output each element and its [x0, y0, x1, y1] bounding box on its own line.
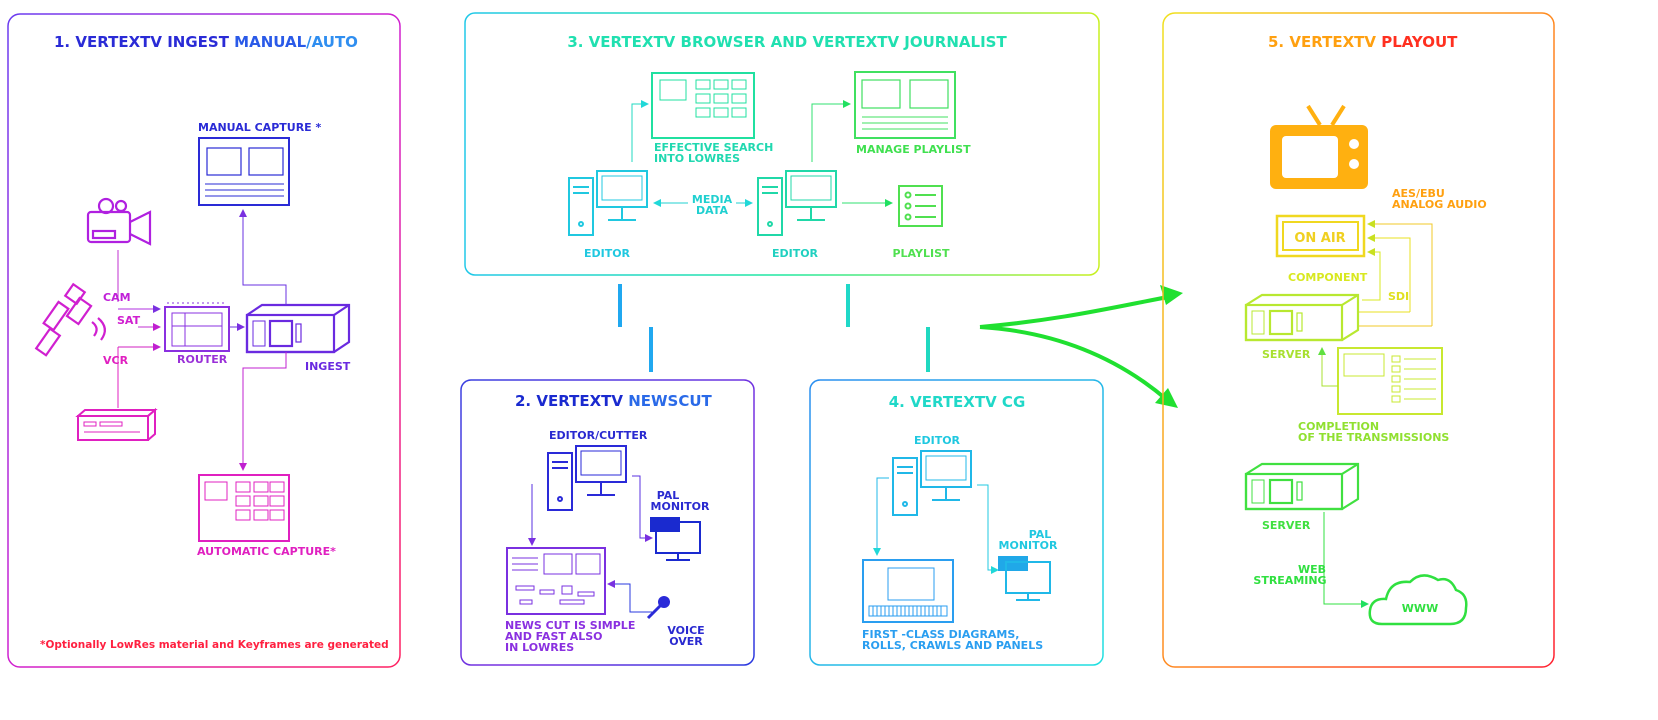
- playlist-label: PLAYLIST: [892, 247, 950, 260]
- completion-label-line1: COMPLETION: [1298, 420, 1379, 433]
- timeline-screen-icon: [506, 547, 606, 615]
- vcr-icon: [75, 407, 158, 441]
- camera-icon: [86, 197, 152, 246]
- manual-capture-label: MANUAL CAPTURE *: [198, 121, 322, 134]
- editor-cutter-label: EDITOR/CUTTER: [549, 429, 648, 442]
- network-bus: [425, 284, 1183, 408]
- computer-icon: [757, 170, 837, 236]
- server-top-label: SERVER: [1262, 348, 1311, 361]
- router-label: ROUTER: [177, 353, 228, 366]
- browser-panel: 3. VERTEXTV BROWSER AND VERTEXTV JOURNAL…: [464, 12, 1100, 276]
- cam-label: CAM: [103, 291, 131, 304]
- web-streaming-line1: WEB: [1298, 563, 1326, 576]
- cg-editor-label: EDITOR: [914, 434, 961, 447]
- on-air-sign-icon: ON AIR: [1275, 214, 1366, 258]
- computer-icon: [568, 170, 648, 236]
- manage-playlist-screen-icon: [854, 71, 956, 139]
- ingest-label: INGEST: [305, 360, 351, 373]
- newscut-caption-line2: AND FAST ALSO: [505, 630, 603, 643]
- pal-monitor-icon: [998, 556, 1051, 601]
- cg-caption-line2: ROLLS, CRAWLS AND PANELS: [862, 639, 1043, 652]
- cg-graphics-screen-icon: [862, 559, 954, 623]
- automatic-capture-screen-icon: [198, 474, 290, 542]
- microphone-icon: [646, 596, 670, 620]
- cg-pal-label-line2: MONITOR: [999, 539, 1058, 552]
- cg-title: 4. VERTEXTV CG: [889, 393, 1026, 411]
- ingest-panel: 1. VERTEXTV INGEST MANUAL/AUTO MANUAL CA…: [7, 13, 401, 668]
- computer-icon: [892, 450, 972, 516]
- www-label: WWW: [1402, 602, 1438, 615]
- server-bottom-label: SERVER: [1262, 519, 1311, 532]
- search-screen-icon: [651, 72, 755, 139]
- editor-left-label: EDITOR: [584, 247, 631, 260]
- cg-pal-label-line1: PAL: [1029, 528, 1052, 541]
- voice-over-line1: VOICE: [667, 624, 704, 637]
- aes-label-line1: AES/EBU: [1392, 187, 1445, 200]
- computer-icon: [547, 445, 627, 511]
- server-icon: [1244, 293, 1360, 342]
- media-data-line1: MEDIA: [692, 193, 733, 206]
- browser-title: 3. VERTEXTV BROWSER AND VERTEXTV JOURNAL…: [567, 33, 1007, 51]
- cloud-icon: WWW: [1368, 574, 1468, 626]
- newscut-caption-line1: NEWS CUT IS SIMPLE: [505, 619, 635, 632]
- voice-over-line2: OVER: [669, 635, 703, 648]
- aes-label-line2: ANALOG AUDIO: [1392, 198, 1487, 211]
- manual-capture-screen-icon: [198, 137, 290, 206]
- newscut-caption-line3: IN LOWRES: [505, 641, 574, 654]
- newscut-panel: 2. VERTEXTV NEWSCUT EDITOR/CUTTER PAL MO…: [460, 379, 755, 666]
- newscut-pal-label-line2: MONITOR: [651, 500, 710, 513]
- on-air-text: ON AIR: [1294, 231, 1345, 246]
- playout-panel: 5. VERTEXTV PLAYOUT AES/EBU ANALOG AUDIO…: [1162, 12, 1555, 668]
- cg-caption-line1: FIRST -CLASS DIAGRAMS,: [862, 628, 1019, 641]
- automatic-capture-label: AUTOMATIC CAPTURE*: [197, 545, 336, 558]
- media-data-line2: DATA: [696, 204, 728, 217]
- playlist-icon: [898, 185, 943, 227]
- newscut-pal-label-line1: PAL: [657, 489, 680, 502]
- router-icon: [164, 302, 230, 352]
- sdi-label: SDI: [1388, 290, 1409, 303]
- web-streaming-line2: STREAMING: [1253, 574, 1326, 587]
- cg-panel: 4. VERTEXTV CG EDITOR PAL MONITOR: [809, 379, 1104, 666]
- completion-label-line2: OF THE TRANSMISSIONS: [1298, 431, 1449, 444]
- completion-screen-icon: [1337, 347, 1443, 415]
- pal-monitor-icon: [650, 517, 701, 561]
- playout-title: 5. VERTEXTV PLAYOUT: [1268, 33, 1458, 51]
- ingest-title: 1. VERTEXTV INGEST MANUAL/AUTO: [54, 33, 358, 51]
- newscut-title: 2. VERTEXTV NEWSCUT: [515, 392, 713, 410]
- component-label: COMPONENT: [1288, 271, 1368, 284]
- vcr-label: VCR: [103, 354, 129, 367]
- tv-icon: [1270, 104, 1368, 189]
- server-icon: [1244, 462, 1360, 511]
- search-label-line1: EFFECTIVE SEARCH: [654, 141, 773, 154]
- satellite-icon: [34, 282, 106, 357]
- ingest-footnote: *Optionally LowRes material and Keyframe…: [40, 639, 389, 651]
- search-label-line2: INTO LOWRES: [654, 152, 740, 165]
- ingest-server-icon: [245, 303, 351, 354]
- editor-right-label: EDITOR: [772, 247, 819, 260]
- sat-label: SAT: [117, 314, 141, 327]
- manage-playlist-label: MANAGE PLAYLIST: [856, 143, 971, 156]
